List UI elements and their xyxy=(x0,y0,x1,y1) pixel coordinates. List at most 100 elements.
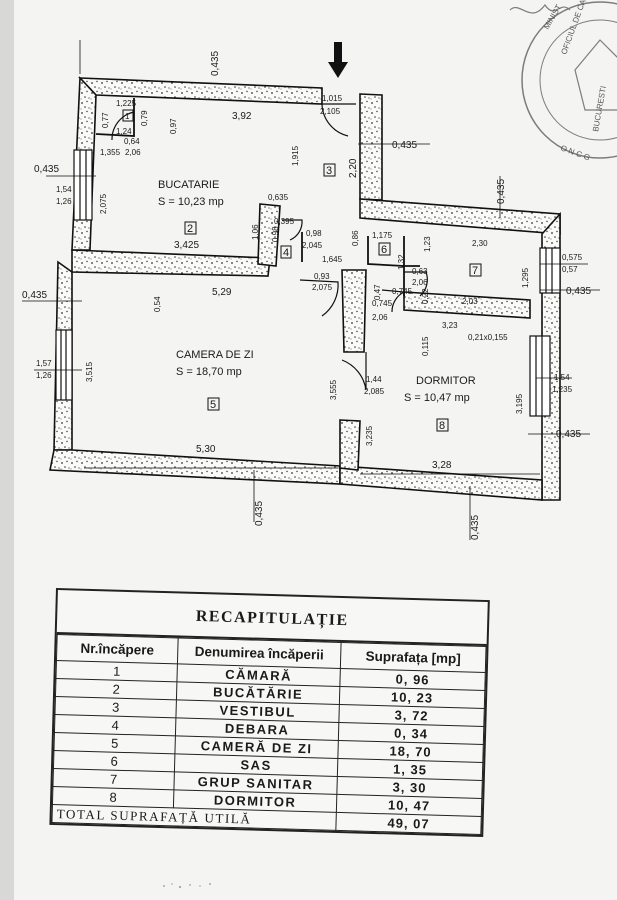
room-labels: BUCATARIE S = 10,23 mp 2 CAMERA DE ZI S … xyxy=(122,109,482,432)
svg-text:2,045: 2,045 xyxy=(302,241,323,250)
svg-text:5,30: 5,30 xyxy=(196,444,216,455)
svg-text:0,395: 0,395 xyxy=(274,217,295,226)
exterior-walls xyxy=(49,76,561,501)
svg-text:0,97: 0,97 xyxy=(169,118,178,134)
svg-text:1,06: 1,06 xyxy=(251,224,260,240)
svg-text:MINIST: MINIST xyxy=(542,3,563,31)
svg-text:0,47: 0,47 xyxy=(373,284,382,300)
svg-text:0,77: 0,77 xyxy=(101,112,110,128)
svg-text:1,26: 1,26 xyxy=(36,371,52,380)
svg-text:1,44: 1,44 xyxy=(366,375,382,384)
svg-text:3,195: 3,195 xyxy=(515,393,524,414)
svg-text:0,98: 0,98 xyxy=(271,226,280,242)
svg-text:2,075: 2,075 xyxy=(312,283,333,292)
svg-text:3,425: 3,425 xyxy=(174,240,199,251)
room-number: 2 xyxy=(187,223,193,235)
entrance-arrow-icon xyxy=(328,42,348,78)
svg-text:1,235: 1,235 xyxy=(552,385,573,394)
dimension-labels: 0,435 1,225 0,77 0,79 1,24 0,64 1,355 2,… xyxy=(22,51,591,540)
svg-text:0,435: 0,435 xyxy=(210,51,221,76)
door-swings xyxy=(111,103,428,391)
room-number: 6 xyxy=(381,244,387,256)
room-number: 1 xyxy=(125,112,130,121)
svg-text:2,03: 2,03 xyxy=(462,297,478,306)
svg-text:2,105: 2,105 xyxy=(320,107,341,116)
svg-text:1,57: 1,57 xyxy=(36,359,52,368)
svg-text:OFICIUL DE CADASTR: OFICIUL DE CADASTR xyxy=(559,0,597,56)
svg-text:2,06: 2,06 xyxy=(412,278,428,287)
svg-text:0,435: 0,435 xyxy=(470,515,481,540)
windows xyxy=(55,149,561,417)
svg-text:0,635: 0,635 xyxy=(268,193,289,202)
svg-text:1,295: 1,295 xyxy=(521,267,530,288)
room-number: 3 xyxy=(326,165,332,177)
svg-text:0,64: 0,64 xyxy=(124,137,140,146)
room-area: S = 18,70 mp xyxy=(176,366,242,378)
svg-text:0,435: 0,435 xyxy=(254,501,265,526)
svg-text:1,355: 1,355 xyxy=(100,148,121,157)
svg-text:3,555: 3,555 xyxy=(329,379,338,400)
interior-partitions xyxy=(95,98,420,296)
svg-text:3,515: 3,515 xyxy=(85,361,94,382)
svg-text:0,79: 0,79 xyxy=(140,110,149,126)
svg-text:0,435: 0,435 xyxy=(22,290,47,301)
svg-text:0,435: 0,435 xyxy=(496,179,507,204)
stamp-lettering: MINIST OFICIUL DE CADASTR O N C G BUCURE… xyxy=(542,0,608,162)
svg-text:3,23: 3,23 xyxy=(442,321,458,330)
svg-text:0,21x0,155: 0,21x0,155 xyxy=(468,333,508,342)
area-table: Nr.încăpere Denumirea încăperii Suprafaț… xyxy=(51,634,487,835)
svg-text:0,115: 0,115 xyxy=(421,336,430,356)
col-header-area: Suprafața [mp] xyxy=(340,642,487,673)
svg-text:1,225: 1,225 xyxy=(116,99,137,108)
cadastre-stamp xyxy=(509,1,617,159)
dimension-lines xyxy=(22,40,600,540)
svg-text:1,32: 1,32 xyxy=(397,254,406,270)
svg-text:1,015: 1,015 xyxy=(322,94,343,103)
svg-text:0,63: 0,63 xyxy=(412,267,428,276)
svg-text:1,26: 1,26 xyxy=(56,197,72,206)
svg-text:1,645: 1,645 xyxy=(322,255,343,264)
svg-text:0,745: 0,745 xyxy=(372,299,393,308)
svg-text:1,23: 1,23 xyxy=(423,236,432,252)
col-header-number: Nr.încăpere xyxy=(56,634,179,664)
svg-text:2,06: 2,06 xyxy=(125,148,141,157)
svg-text:O N C G: O N C G xyxy=(559,143,591,162)
room-number: 4 xyxy=(283,247,289,259)
room-number: 5 xyxy=(210,399,216,411)
room-name: BUCATARIE xyxy=(158,179,219,191)
svg-text:0,57: 0,57 xyxy=(562,265,578,274)
svg-text:1,54: 1,54 xyxy=(56,185,72,194)
svg-text:3,92: 3,92 xyxy=(232,111,252,122)
total-value: 49, 07 xyxy=(335,812,482,835)
svg-text:0,435: 0,435 xyxy=(556,429,581,440)
svg-text:1,24: 1,24 xyxy=(116,127,132,136)
svg-text:BUCURESTI: BUCURESTI xyxy=(591,85,608,132)
room-name: DORMITOR xyxy=(416,375,476,387)
svg-text:2,30: 2,30 xyxy=(472,239,488,248)
svg-text:0,93: 0,93 xyxy=(314,272,330,281)
room-area: S = 10,47 mp xyxy=(404,392,470,404)
svg-text:3,28: 3,28 xyxy=(432,460,452,471)
svg-text:2,075: 2,075 xyxy=(99,193,108,214)
svg-text:1,54: 1,54 xyxy=(554,373,570,382)
recapitulation-table: RECAPITULAȚIE Nr.încăpere Denumirea încă… xyxy=(49,588,490,838)
svg-text:0,575: 0,575 xyxy=(562,253,583,262)
svg-text:0,745: 0,745 xyxy=(392,287,413,296)
room-number: 7 xyxy=(472,265,478,277)
svg-text:0,435: 0,435 xyxy=(34,164,59,175)
svg-text:5,29: 5,29 xyxy=(212,287,232,298)
svg-text:0,98: 0,98 xyxy=(306,229,322,238)
svg-text:2,20: 2,20 xyxy=(348,158,359,178)
svg-text:0,435: 0,435 xyxy=(566,286,591,297)
svg-text:1,915: 1,915 xyxy=(291,145,300,166)
room-area: S = 10,23 mp xyxy=(158,196,224,208)
room-name: CAMERA DE ZI xyxy=(176,349,254,361)
scan-edge-shadow xyxy=(0,0,14,900)
svg-text:0,22: 0,22 xyxy=(421,288,430,304)
svg-text:1,175: 1,175 xyxy=(372,231,393,240)
svg-text:2,085: 2,085 xyxy=(364,387,385,396)
svg-text:0,86: 0,86 xyxy=(351,230,360,246)
svg-text:2,06: 2,06 xyxy=(372,313,388,322)
svg-text:3,235: 3,235 xyxy=(365,425,374,446)
